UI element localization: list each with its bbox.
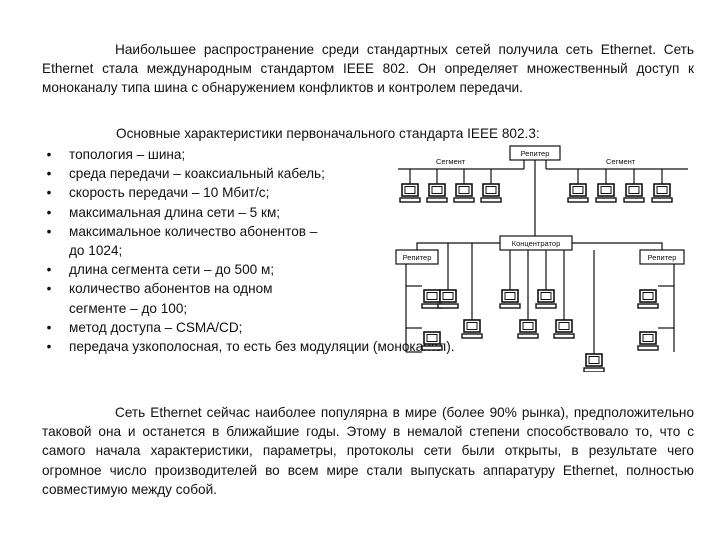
segment-left-label: Сегмент bbox=[436, 157, 466, 166]
list-item: •максимальная длина сети – 5 км; bbox=[0, 203, 455, 222]
bullet-marker: • bbox=[46, 185, 52, 201]
desktop-computer-icon bbox=[499, 289, 521, 309]
list-item: •передача узкополосная, то есть без моду… bbox=[0, 337, 455, 356]
desktop-computer-icon bbox=[517, 319, 539, 339]
intro-paragraph: Наибольшее распространение среди стандар… bbox=[42, 42, 694, 96]
list-item: •метод доступа – CSMA/CD; bbox=[0, 318, 455, 337]
desktop-computer-icon bbox=[421, 331, 443, 351]
desktop-computer-icon bbox=[637, 331, 659, 351]
desktop-computer-icon bbox=[651, 183, 673, 203]
desktop-computer-icon bbox=[437, 289, 459, 309]
repeater-left-label: Репитер bbox=[403, 253, 432, 262]
bullet-marker: • bbox=[46, 147, 52, 162]
desktop-computer-icon bbox=[623, 183, 645, 203]
bullet-marker: • bbox=[46, 204, 52, 220]
repeater-top-label: Репитер bbox=[521, 149, 550, 158]
concentrator-label: Концентратор bbox=[512, 239, 561, 248]
bullet-marker: • bbox=[46, 281, 52, 297]
list-item: •максимальное количество абонентов –до 1… bbox=[0, 222, 455, 260]
list-item: •среда передачи – коаксиальный кабель; bbox=[0, 164, 455, 183]
desktop-computer-icon bbox=[553, 319, 575, 339]
bullet-marker: • bbox=[46, 166, 52, 182]
desktop-computer-icon bbox=[399, 183, 421, 203]
list-item: •скорость передачи – 10 Мбит/с; bbox=[0, 183, 455, 202]
list-item: •топология – шина; bbox=[0, 145, 455, 164]
closing-paragraph: Сеть Ethernet сейчас наиболее популярна … bbox=[42, 405, 694, 497]
desktop-computer-icon bbox=[567, 183, 589, 203]
list-item: •длина сегмента сети – до 500 м; bbox=[0, 260, 455, 279]
desktop-computer-icon bbox=[583, 353, 605, 372]
characteristics-heading: Основные характеристики первоначального … bbox=[116, 126, 540, 141]
desktop-computer-icon bbox=[595, 183, 617, 203]
segment-right-label: Сегмент bbox=[606, 157, 636, 166]
ethernet-topology-diagram: Репитер Сегмент Сегмент Концентратор Реп… bbox=[395, 145, 688, 372]
bullet-marker: • bbox=[46, 319, 52, 335]
desktop-computer-icon bbox=[480, 183, 502, 203]
bullet-marker: • bbox=[46, 339, 52, 355]
bullet-marker: • bbox=[46, 262, 52, 278]
characteristics-list: •топология – шина; •среда передачи – коа… bbox=[0, 145, 455, 356]
bullet-marker: • bbox=[46, 223, 52, 239]
desktop-computer-icon bbox=[535, 289, 557, 309]
desktop-computer-icon bbox=[461, 319, 483, 339]
repeater-right-label: Репитер bbox=[648, 253, 677, 262]
desktop-computer-icon bbox=[453, 183, 475, 203]
desktop-computer-icon bbox=[637, 289, 659, 309]
desktop-computer-icon bbox=[426, 183, 448, 203]
